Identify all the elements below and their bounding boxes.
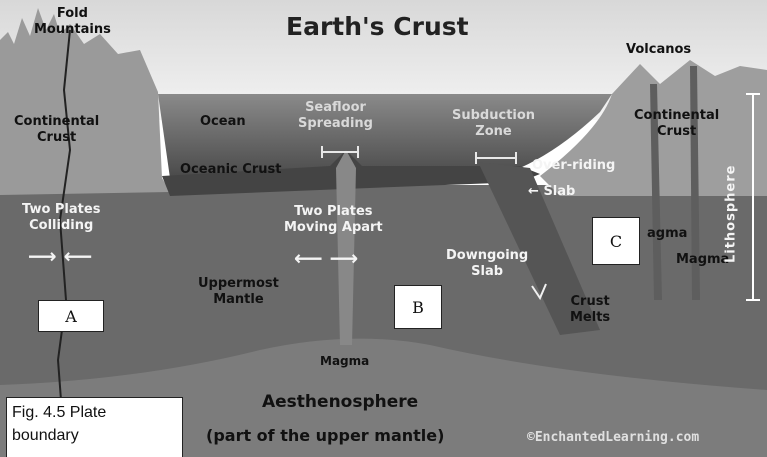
colliding-arrows: ⟶ ⟵ bbox=[28, 244, 92, 268]
arrow-left-apart: ⟵ bbox=[294, 246, 323, 270]
page-title: Earth's Crust bbox=[286, 12, 469, 42]
label-seafloor-spreading: Seafloor Spreading bbox=[298, 100, 373, 131]
label-two-plates-moving-apart: Two Plates Moving Apart bbox=[284, 204, 383, 235]
label-downgoing-slab: Downgoing Slab bbox=[446, 248, 528, 279]
arrow-right-apart: ⟶ bbox=[330, 246, 359, 270]
label-crust-melts: Crust Melts bbox=[570, 294, 610, 325]
label-magma-right-1: agma bbox=[647, 226, 687, 242]
arrow-left: ⟵ bbox=[64, 244, 93, 268]
caption-line-1: Fig. 4.5 Plate bbox=[12, 401, 182, 424]
label-volcanos: Volcanos bbox=[626, 42, 691, 58]
label-oceanic-crust: Oceanic Crust bbox=[180, 162, 281, 178]
label-continental-crust-right: Continental Crust bbox=[634, 108, 719, 139]
label-fold-mountains: Fold Mountains bbox=[34, 6, 111, 37]
box-a: A bbox=[38, 300, 104, 332]
label-slab-upper: ← Slab bbox=[528, 184, 575, 200]
caption-line-2: boundary bbox=[12, 424, 182, 447]
label-lithosphere: Lithosphere bbox=[723, 165, 739, 263]
box-c: C bbox=[592, 217, 640, 265]
label-continental-crust-left: Continental Crust bbox=[14, 114, 99, 145]
label-uppermost-mantle: Uppermost Mantle bbox=[198, 276, 279, 307]
label-subduction-zone: Subduction Zone bbox=[452, 108, 535, 139]
label-magma-center: Magma bbox=[320, 354, 369, 368]
box-b: B bbox=[394, 285, 442, 329]
label-aesthenosphere: Aesthenosphere bbox=[262, 392, 418, 412]
credit-text: ©EnchantedLearning.com bbox=[527, 430, 699, 445]
label-magma-right-2: Magma bbox=[676, 252, 729, 268]
label-over-riding: Over-riding bbox=[532, 158, 615, 174]
arrow-right: ⟶ bbox=[28, 244, 57, 268]
left-arrow-small: ← bbox=[528, 184, 539, 199]
label-ocean: Ocean bbox=[200, 114, 246, 130]
moving-apart-arrows: ⟵ ⟶ bbox=[294, 246, 358, 270]
figure-caption: Fig. 4.5 Plate boundary bbox=[6, 397, 183, 457]
label-two-plates-colliding: Two Plates Colliding bbox=[22, 202, 100, 233]
label-upper-mantle-note: (part of the upper mantle) bbox=[206, 426, 444, 445]
